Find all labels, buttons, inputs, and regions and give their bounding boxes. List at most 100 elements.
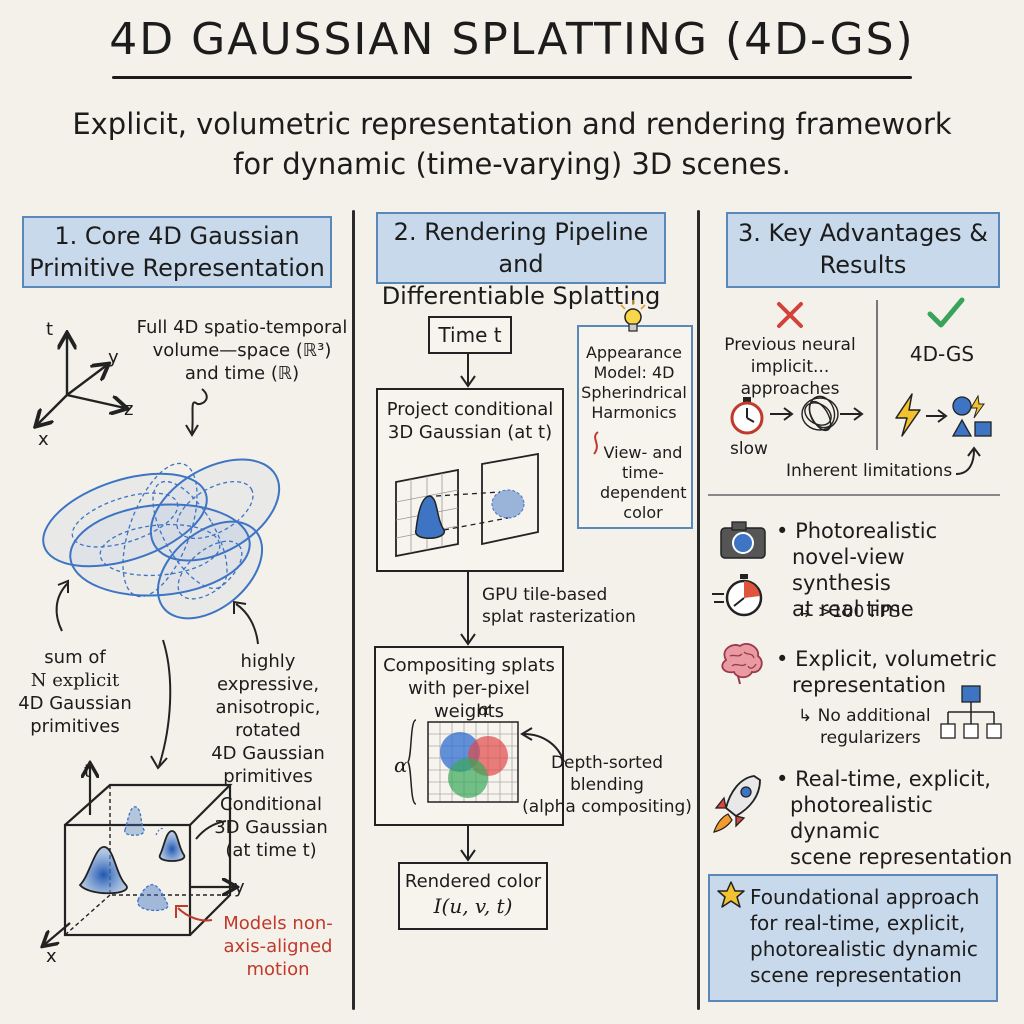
page-subtitle: Explicit, volumetric representation and … xyxy=(0,104,1024,184)
title-underline xyxy=(112,76,912,79)
bullet-photorealistic: • Real-time, explicit, photorealistic dy… xyxy=(776,766,1016,870)
b2-line-1: Explicit, volumetric xyxy=(795,647,997,671)
appearance-line-2: Model: 4D xyxy=(593,363,675,382)
depth-sorted-note: Depth-sorted blending (alpha compositing… xyxy=(522,752,692,818)
axis-t-label: t xyxy=(46,319,54,340)
depth-pointer-icon xyxy=(520,727,565,763)
section-2-heading-line-2: Differentiable Splatting xyxy=(381,282,661,310)
fast-stopwatch-icon xyxy=(712,574,763,617)
cube-axis-y-label: y xyxy=(234,877,245,898)
bullet-realtime-line-1: • Photorealistic xyxy=(776,519,938,543)
hierarchy-icon xyxy=(940,685,1002,739)
b3-line-1: Real-time, explicit, xyxy=(795,767,991,791)
rendered-line-2: I(u, v, t) xyxy=(433,894,513,918)
gaussian-ellipsoids-icon xyxy=(42,458,281,620)
appearance-line-3: Spherindrical xyxy=(581,383,687,402)
view-time-color-note: View- and time- dependent color xyxy=(600,443,687,523)
star-icon xyxy=(717,881,745,908)
tangle-icon xyxy=(770,395,864,432)
down-to-cube-arrow-icon xyxy=(150,639,172,770)
subtitle-line-1: Explicit, volumetric representation and … xyxy=(72,107,952,141)
expressive-line-5: primitives xyxy=(223,766,313,787)
sum-line-4: primitives xyxy=(30,716,120,737)
section-1-heading: 1. Core 4D Gaussian Primitive Representa… xyxy=(22,216,332,288)
motion-line-1: Models non- xyxy=(223,913,333,934)
alpha-blend-grid-icon xyxy=(407,719,519,805)
depth-line-2: blending xyxy=(570,775,644,795)
cond-line-1: Conditional xyxy=(220,794,322,815)
section-3-heading-line-2: Results xyxy=(819,251,907,279)
sum-line-1: sum of xyxy=(44,647,106,668)
bullet-realtime: • Photorealistic novel-view synthesis at… xyxy=(776,518,1006,622)
lightning-icon xyxy=(895,393,921,437)
cube-axis-x-label: x xyxy=(46,946,57,967)
column-divider-2 xyxy=(697,210,700,1010)
gpu-down-arrow-icon xyxy=(460,570,476,646)
column-divider-1 xyxy=(352,210,355,1010)
axis-y-label: y xyxy=(108,347,119,368)
conditional-pointer-icon xyxy=(195,820,227,840)
section-1-heading-line-1: 1. Core 4D Gaussian xyxy=(54,222,300,250)
bullet-photorealistic-line-1: • Real-time, explicit, xyxy=(776,767,991,791)
foundational-text: Foundational approach for real-time, exp… xyxy=(750,884,990,988)
bullet-explicit-line-1: • Explicit, volumetric xyxy=(776,647,997,671)
regularizers-note: ↳ No additional regularizers xyxy=(798,706,931,748)
axes-3d-icon xyxy=(25,320,155,450)
gpu-line-1: GPU tile-based xyxy=(482,585,608,605)
red-x-icon xyxy=(777,302,803,328)
bullet-explicit: • Explicit, volumetric representation xyxy=(776,646,1006,698)
subtitle-line-2: for dynamic (time-varying) 3D scenes. xyxy=(233,147,791,181)
view-line-1: View- and xyxy=(603,443,683,462)
motion-line-2: axis-aligned xyxy=(223,936,333,957)
b1-line-1: Photorealistic xyxy=(795,519,938,543)
render-down-arrow-icon xyxy=(460,824,476,862)
lightbulb-icon xyxy=(620,300,646,332)
green-check-icon xyxy=(927,297,965,328)
expressive-line-4: 4D Gaussian xyxy=(211,743,325,764)
projection-icon xyxy=(395,452,539,558)
time-box-label: Time t xyxy=(438,323,502,347)
b1-line-3: at real time xyxy=(792,597,914,621)
section-3-heading: 3. Key Advantages & Results xyxy=(726,212,1000,288)
expressive-line-1: highly expressive, xyxy=(216,651,320,695)
compositing-box-title: Compositing splats with per-pixel weight… xyxy=(376,654,562,723)
final-line-4: scene representation xyxy=(750,963,962,987)
regularizers-line-2: regularizers xyxy=(820,728,921,748)
time-down-arrow-icon xyxy=(460,352,476,388)
rocket-icon xyxy=(713,775,761,833)
sum-arrow-icon xyxy=(55,579,69,632)
depth-line-3: (alpha compositing) xyxy=(522,797,692,817)
section-3-separator xyxy=(708,494,1000,496)
alpha-left-label: α xyxy=(394,753,408,777)
motion-note: Models non- axis-aligned motion xyxy=(208,912,348,981)
limitations-arrow-icon xyxy=(955,446,981,475)
cube-axis-t-label: t xyxy=(84,761,92,782)
project-line-1: Project conditional xyxy=(386,399,554,420)
section-2-heading-line-1: 2. Rendering Pipeline and xyxy=(393,218,649,278)
comp-line-2: with per-pixel weights xyxy=(408,678,530,722)
conditional-gaussian-note: Conditional 3D Gaussian (at time t) xyxy=(206,793,336,862)
expressive-line-2: anisotropic, xyxy=(215,697,321,718)
motion-line-3: motion xyxy=(246,959,310,980)
rendered-color-box: Rendered color I(u, v, t) xyxy=(398,862,548,930)
note-line-3: and time (ℝ) xyxy=(184,363,300,384)
time-box: Time t xyxy=(428,316,512,354)
comp-line-1: Compositing splats xyxy=(383,655,555,676)
section-3-heading-line-1: 3. Key Advantages & xyxy=(738,219,988,247)
b3-line-2: photorealistic dynamic xyxy=(790,793,933,843)
sum-of-primitives-note: sum of N explicit 4D Gaussian primitives xyxy=(10,646,140,738)
cond-line-2: 3D Gaussian xyxy=(214,817,328,838)
gpu-line-2: splat rasterization xyxy=(482,607,636,627)
conditional-gaussian-cube-icon xyxy=(30,755,260,965)
sum-line-2: N explicit xyxy=(30,670,120,691)
stopwatch-red-icon xyxy=(730,397,764,435)
red-curl-icon xyxy=(593,431,599,455)
inherent-limitations-label: Inherent limitations xyxy=(786,461,953,481)
project-line-2: 3D Gaussian (at t) xyxy=(387,422,553,443)
note-line-2: volume—space (ℝ³) xyxy=(152,340,332,361)
section-1-heading-line-2: Primitive Representation xyxy=(29,254,325,282)
spatiotemporal-note: Full 4D spatio-temporal volume—space (ℝ³… xyxy=(132,316,352,385)
view-line-4: color xyxy=(623,503,663,522)
brain-icon xyxy=(721,643,763,685)
regularizers-line-1: No additional xyxy=(817,706,931,726)
